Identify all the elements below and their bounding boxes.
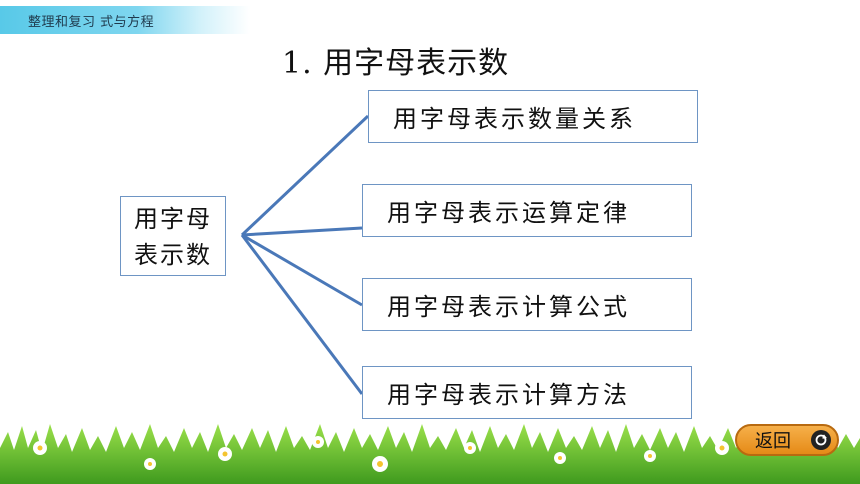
refresh-icon — [811, 430, 831, 450]
connector-4 — [240, 234, 364, 395]
branch-box-3: 用字母表示计算公式 — [362, 278, 692, 331]
branch-label: 用字母表示计算公式 — [387, 293, 630, 321]
connector-2 — [241, 226, 363, 237]
back-button-label: 返回 — [755, 431, 791, 452]
branch-label: 用字母表示数量关系 — [393, 105, 636, 133]
branch-box-4: 用字母表示计算方法 — [362, 366, 692, 419]
back-button[interactable]: 返回 — [735, 424, 839, 456]
mindmap-root: 用字母 表示数 — [120, 196, 226, 276]
branch-label: 用字母表示运算定律 — [387, 199, 630, 227]
connector-3 — [241, 233, 363, 307]
branch-label: 用字母表示计算方法 — [387, 381, 630, 409]
flower-icon — [33, 436, 729, 472]
root-line-2: 表示数 — [134, 241, 212, 269]
page-title: 1. 用字母表示数 — [282, 46, 510, 81]
branch-box-2: 用字母表示运算定律 — [362, 184, 692, 237]
connector-1 — [240, 114, 370, 237]
header-strip — [0, 6, 250, 34]
grass-decoration — [0, 424, 860, 484]
branch-box-1: 用字母表示数量关系 — [368, 90, 698, 143]
breadcrumb: 整理和复习 式与方程 — [28, 15, 155, 30]
root-line-1: 用字母 — [134, 205, 212, 233]
